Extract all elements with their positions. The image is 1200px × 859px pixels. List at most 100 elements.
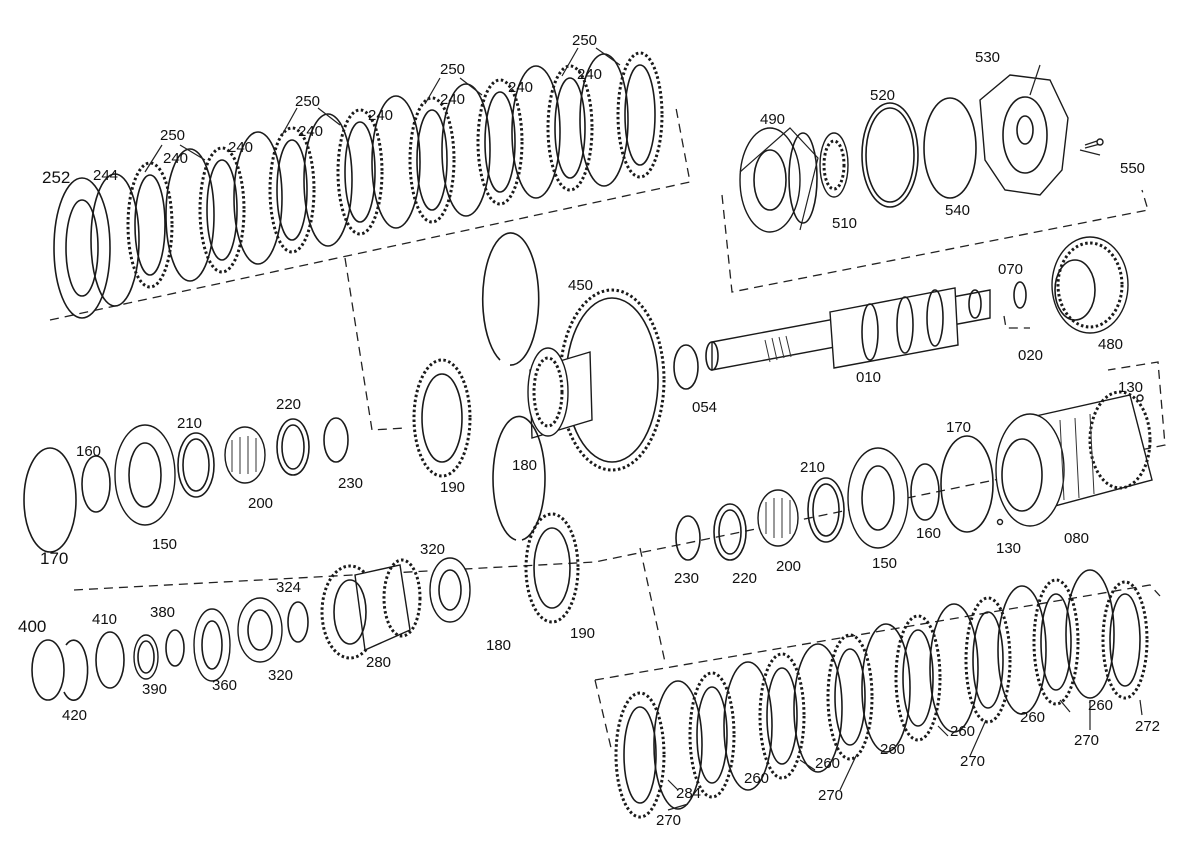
shaft-assembly xyxy=(705,236,1129,371)
lower-left-row xyxy=(31,415,580,701)
label-250: 250 xyxy=(295,93,320,110)
label-250: 250 xyxy=(572,32,597,49)
label-170: 170 xyxy=(40,549,68,568)
frame-connector-left xyxy=(344,257,406,431)
disc-250-h xyxy=(616,51,664,179)
label-010: 010 xyxy=(856,369,881,386)
group-frames xyxy=(49,107,1166,753)
disc-240-c xyxy=(303,113,353,247)
label-400: 400 xyxy=(18,617,46,636)
label-320: 320 xyxy=(420,541,445,558)
lower-clutch-stack xyxy=(614,569,1149,819)
bearing-480 xyxy=(1051,236,1129,334)
label-420: 420 xyxy=(62,707,87,724)
part-labels: 252 244 250 240 240 250 240 240 250 240 … xyxy=(18,32,1160,829)
disc-270-a xyxy=(614,691,666,819)
snapring-420 xyxy=(63,639,89,701)
frame-upper-right xyxy=(721,189,1149,293)
disc-270-c xyxy=(758,652,806,780)
label-180: 180 xyxy=(512,457,537,474)
ring-170-left xyxy=(23,447,77,553)
label-210: 210 xyxy=(177,415,202,432)
disc-250-d xyxy=(336,108,384,236)
ring-220-left xyxy=(276,418,310,476)
bearing-320-left xyxy=(237,597,283,663)
label-480: 480 xyxy=(1098,336,1123,353)
label-070: 070 xyxy=(998,261,1023,278)
disc-270-d xyxy=(826,633,874,761)
ring-160-left xyxy=(81,455,111,513)
bearing-490 xyxy=(739,127,801,233)
label-240: 240 xyxy=(228,139,253,156)
label-270: 270 xyxy=(1074,732,1099,749)
label-260: 260 xyxy=(880,741,905,758)
middle-left-row xyxy=(23,417,349,553)
label-490: 490 xyxy=(760,111,785,128)
disc-270-b xyxy=(688,671,736,799)
label-252: 252 xyxy=(42,168,70,187)
label-550: 550 xyxy=(1120,160,1145,177)
label-260: 260 xyxy=(815,755,840,772)
leader-lines xyxy=(144,47,1143,811)
label-200: 200 xyxy=(776,558,801,575)
label-180: 180 xyxy=(486,637,511,654)
gear-450-group xyxy=(412,232,699,478)
label-260: 260 xyxy=(950,723,975,740)
label-220: 220 xyxy=(732,570,757,587)
middle-right-row xyxy=(675,390,1153,561)
label-360: 360 xyxy=(212,677,237,694)
ring-540 xyxy=(923,97,977,199)
frame-upper-left-clutch-pack xyxy=(49,107,691,321)
bearing-320-right xyxy=(429,557,471,623)
label-054: 054 xyxy=(692,399,717,416)
label-250: 250 xyxy=(160,127,185,144)
disc-270-e xyxy=(894,614,942,742)
disc-240-a xyxy=(165,148,215,282)
label-380: 380 xyxy=(150,604,175,621)
disc-240-f xyxy=(511,65,561,199)
label-230: 230 xyxy=(338,475,363,492)
label-160: 160 xyxy=(76,443,101,460)
label-130: 130 xyxy=(1118,379,1143,396)
ring-160-right xyxy=(910,463,940,521)
spring-200-left xyxy=(224,426,266,484)
frame-middle-row xyxy=(73,361,1166,591)
ring-170-right xyxy=(940,435,994,533)
label-150: 150 xyxy=(152,536,177,553)
label-530: 530 xyxy=(975,49,1000,66)
disc-250-f xyxy=(476,78,524,206)
snapring-180-lower xyxy=(492,415,546,541)
label-390: 390 xyxy=(142,681,167,698)
label-240: 240 xyxy=(577,66,602,83)
frame-connector-right xyxy=(639,547,666,663)
disc-260-d xyxy=(929,603,979,733)
label-410: 410 xyxy=(92,611,117,628)
ring-054 xyxy=(673,344,699,390)
label-260: 260 xyxy=(1088,697,1113,714)
label-230: 230 xyxy=(674,570,699,587)
disc-250-a xyxy=(126,161,174,289)
disc-260-b xyxy=(793,643,843,773)
label-240: 240 xyxy=(298,123,323,140)
ring-210-left xyxy=(177,432,215,498)
disc-250-c xyxy=(268,126,316,254)
ring-380 xyxy=(165,629,185,667)
disc-190-lower xyxy=(524,512,580,624)
label-540: 540 xyxy=(945,202,970,219)
label-020: 020 xyxy=(1018,347,1043,364)
label-250: 250 xyxy=(440,61,465,78)
disc-260-e xyxy=(997,585,1047,715)
label-244: 244 xyxy=(93,167,118,184)
label-220: 220 xyxy=(276,396,301,413)
ring-324 xyxy=(287,601,309,643)
ring-400 xyxy=(31,639,65,701)
snapring-180-upper xyxy=(481,232,540,366)
disc-240-b xyxy=(233,131,283,265)
ring-230-right xyxy=(675,515,701,561)
label-520: 520 xyxy=(870,87,895,104)
label-450: 450 xyxy=(568,277,593,294)
label-240: 240 xyxy=(163,150,188,167)
spring-200-right xyxy=(757,489,799,547)
label-260: 260 xyxy=(744,770,769,787)
label-240: 240 xyxy=(368,107,393,124)
